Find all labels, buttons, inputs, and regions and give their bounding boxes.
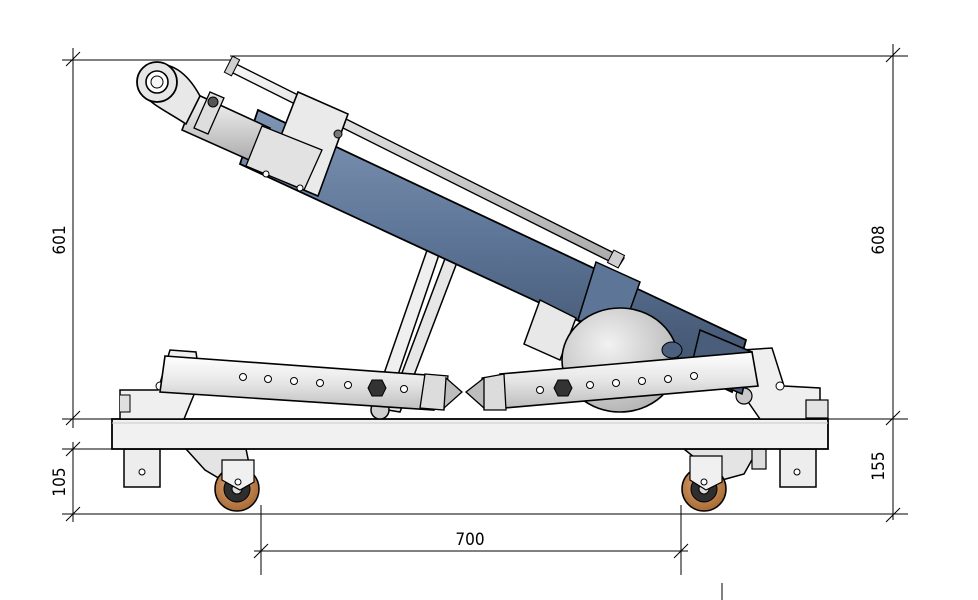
right-arm-holes: [536, 372, 698, 397]
right-arm: [464, 351, 759, 411]
dimension-label-right-height: 608: [869, 225, 889, 254]
dimension-labels: 601 608 105 155 700: [50, 225, 889, 550]
frame-rail: [111, 418, 829, 450]
dimension-label-wheel-height: 105: [50, 467, 70, 496]
dimension-label-frame-height: 155: [869, 451, 889, 480]
right-bracket: [735, 347, 829, 420]
left-foot: [123, 448, 161, 488]
right-caster: [681, 448, 760, 512]
dimension-label-wheel-base: 700: [455, 530, 484, 550]
left-caster: [184, 448, 260, 512]
rod-eye: [136, 61, 201, 126]
base-frame: [111, 418, 829, 512]
left-arm-holes: [239, 373, 408, 397]
dimension-label-left-height: 601: [50, 225, 70, 254]
left-arm: [159, 355, 463, 411]
right-foot: [779, 448, 817, 488]
